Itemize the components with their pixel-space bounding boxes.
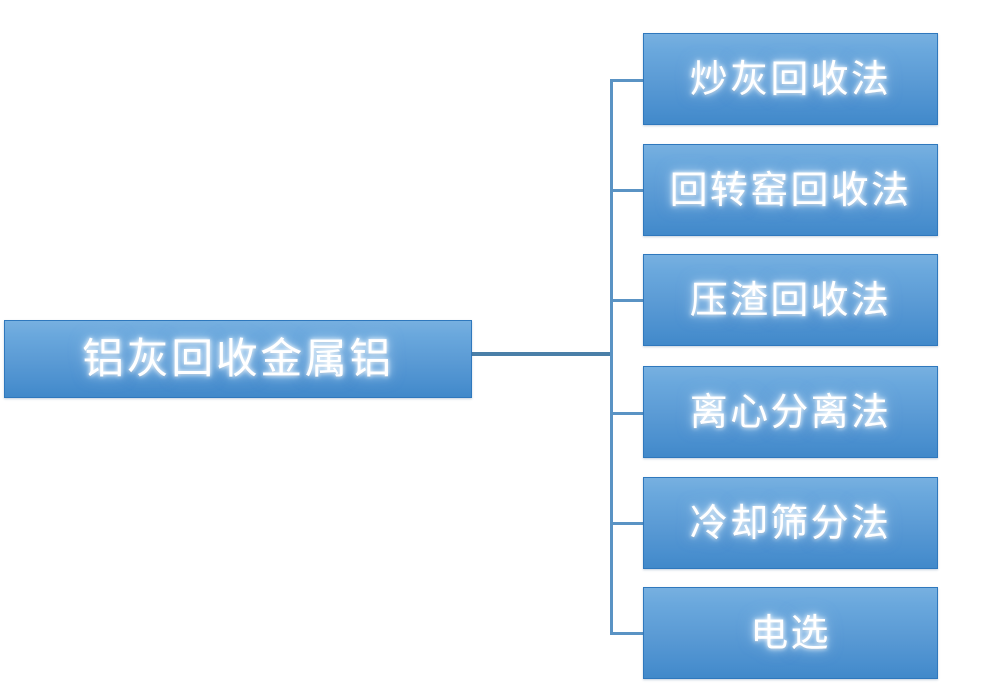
connector-stub-4 [610, 412, 644, 415]
child-node-3[interactable]: 压渣回收法 [643, 254, 938, 346]
child-node-3-label: 压渣回收法 [689, 278, 892, 322]
child-node-5[interactable]: 冷却筛分法 [643, 477, 938, 569]
connector-stub-1 [610, 79, 644, 82]
connector-vertical-trunk [610, 79, 613, 634]
root-node-label: 铝灰回收金属铝 [82, 334, 394, 383]
connector-stub-3 [610, 299, 644, 302]
connector-stub-2 [610, 189, 644, 192]
child-node-2[interactable]: 回转窑回收法 [643, 144, 938, 236]
child-node-4[interactable]: 离心分离法 [643, 366, 938, 458]
connector-stub-6 [610, 632, 644, 635]
root-node[interactable]: 铝灰回收金属铝 [4, 320, 472, 398]
child-node-6[interactable]: 电选 [643, 587, 938, 679]
child-node-5-label: 冷却筛分法 [689, 501, 892, 545]
child-node-2-label: 回转窑回收法 [669, 168, 912, 212]
child-node-6-label: 电选 [750, 611, 831, 655]
connector-root-stem [472, 352, 613, 356]
child-node-4-label: 离心分离法 [689, 390, 892, 434]
connector-stub-5 [610, 522, 644, 525]
child-node-1-label: 炒灰回收法 [689, 57, 892, 101]
child-node-1[interactable]: 炒灰回收法 [643, 33, 938, 125]
